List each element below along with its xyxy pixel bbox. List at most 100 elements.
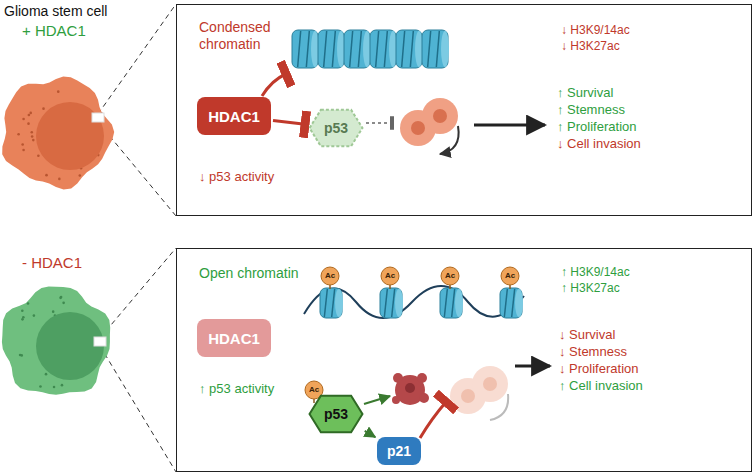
inhibition-line xyxy=(366,122,392,124)
dna-wrap xyxy=(410,31,413,67)
dna-wrap xyxy=(358,31,361,67)
title-label: Glioma stem cell xyxy=(4,3,107,19)
cell-texture xyxy=(27,122,30,125)
hexagon-shape xyxy=(310,110,363,146)
cell-texture xyxy=(17,133,20,136)
zoom-panel: Open chromatin↑ H3K9/14ac↑ H3K27ac↑ p53 … xyxy=(176,248,752,472)
dna-wrap xyxy=(332,31,335,67)
cell-texture xyxy=(37,154,40,157)
dna-wrap xyxy=(504,289,507,317)
cell-texture xyxy=(53,386,56,389)
cell-texture xyxy=(62,302,65,305)
acetyl-stem xyxy=(449,285,451,289)
hexagon-shape xyxy=(310,396,363,432)
nucleosome xyxy=(344,30,370,68)
cell-texture xyxy=(32,139,35,142)
acetyl-mark xyxy=(321,267,339,285)
nucleosome xyxy=(396,30,422,68)
nucleosome-face xyxy=(455,289,463,317)
dna-wrap xyxy=(384,289,387,317)
condition-label: + HDAC1 xyxy=(22,22,86,39)
node-label: p21 xyxy=(387,443,411,459)
cell-texture xyxy=(33,314,36,317)
dying-cell xyxy=(392,373,429,405)
cell-texture xyxy=(22,316,25,319)
acetyl-stem xyxy=(509,285,511,289)
acetyl-label: Ac xyxy=(440,270,460,282)
dividing-cell xyxy=(400,98,459,154)
cell-texture xyxy=(58,178,61,181)
enzyme-box-faded: HDAC1 xyxy=(197,319,271,357)
nucleosome xyxy=(320,288,342,318)
zoom-line xyxy=(98,4,176,114)
nucleosome xyxy=(422,30,448,68)
cell-texture xyxy=(29,112,32,115)
panel-text: ↓ Survival xyxy=(559,327,615,343)
nucleosome xyxy=(380,288,402,318)
dna-wrap xyxy=(428,31,431,67)
dna-wrap xyxy=(512,289,515,317)
panel-text: Condensed chromatin xyxy=(199,19,279,53)
cell-texture xyxy=(21,143,24,146)
nucleosome xyxy=(440,288,462,318)
nucleosome xyxy=(500,288,522,318)
panel-text: ↓ H3K9/14ac xyxy=(561,23,630,37)
cell-texture xyxy=(79,174,82,177)
panel-text: ↓ Proliferation xyxy=(559,361,638,377)
protein-box: p21 xyxy=(377,437,421,465)
panel-text: ↑ Stemness xyxy=(557,102,625,118)
cell-texture xyxy=(30,131,33,134)
cell-texture xyxy=(22,118,25,121)
cell-texture xyxy=(59,297,62,300)
cell-texture xyxy=(42,107,45,110)
cell-texture xyxy=(31,135,34,138)
cell-texture xyxy=(57,90,60,93)
cell-nucleus xyxy=(36,102,104,170)
panel-text: ↑ H3K27ac xyxy=(561,281,620,295)
panel-text: ↑ H3K9/14ac xyxy=(561,265,630,279)
acetyl-label: Ac xyxy=(304,384,324,396)
cell-texture xyxy=(60,296,63,299)
zoom-line xyxy=(100,346,176,472)
dna-wrap xyxy=(376,31,379,67)
zoom-square xyxy=(94,337,106,346)
node-label: HDAC1 xyxy=(208,330,260,347)
nucleosome xyxy=(318,30,344,68)
nucleosome-face xyxy=(515,289,523,317)
zoom-panel: Condensed chromatin↓ H3K9/14ac↓ H3K27ac↓… xyxy=(176,4,752,216)
dna-wrap xyxy=(324,289,327,317)
acetyl-stem xyxy=(329,285,331,289)
activation-connector xyxy=(365,431,376,437)
inhibition-line xyxy=(420,402,446,438)
panel-text: ↑ p53 activity xyxy=(199,381,274,397)
node-label: p53 xyxy=(324,120,348,136)
nucleosome-face xyxy=(395,289,403,317)
cell-texture xyxy=(52,310,55,313)
protein-hexagon: p53 xyxy=(309,109,363,147)
dividing-cell-faded xyxy=(450,366,508,420)
cell-texture xyxy=(45,373,48,376)
nucleosome-face xyxy=(441,31,449,67)
condition-label: - HDAC1 xyxy=(22,254,82,271)
panel-text: ↓ Stemness xyxy=(559,344,627,360)
dna-wrap xyxy=(298,31,301,67)
acetyl-label: Ac xyxy=(500,270,520,282)
panel-text: ↑ Cell invasion xyxy=(559,378,643,394)
cell-texture xyxy=(45,174,48,177)
protein-hexagon: p53 xyxy=(309,395,363,433)
enzyme-box: HDAC1 xyxy=(197,97,271,135)
dna-strand xyxy=(304,286,524,318)
zoom-line xyxy=(100,248,176,338)
cell-texture xyxy=(27,302,30,305)
nucleosome xyxy=(370,30,396,68)
cell-texture xyxy=(39,385,42,388)
cell-texture xyxy=(28,114,31,117)
dna-wrap xyxy=(444,289,447,317)
nucleosome xyxy=(292,30,318,68)
node-label: HDAC1 xyxy=(208,108,260,125)
acetyl-mark xyxy=(441,267,459,285)
dna-wrap xyxy=(392,289,395,317)
dna-wrap xyxy=(332,289,335,317)
